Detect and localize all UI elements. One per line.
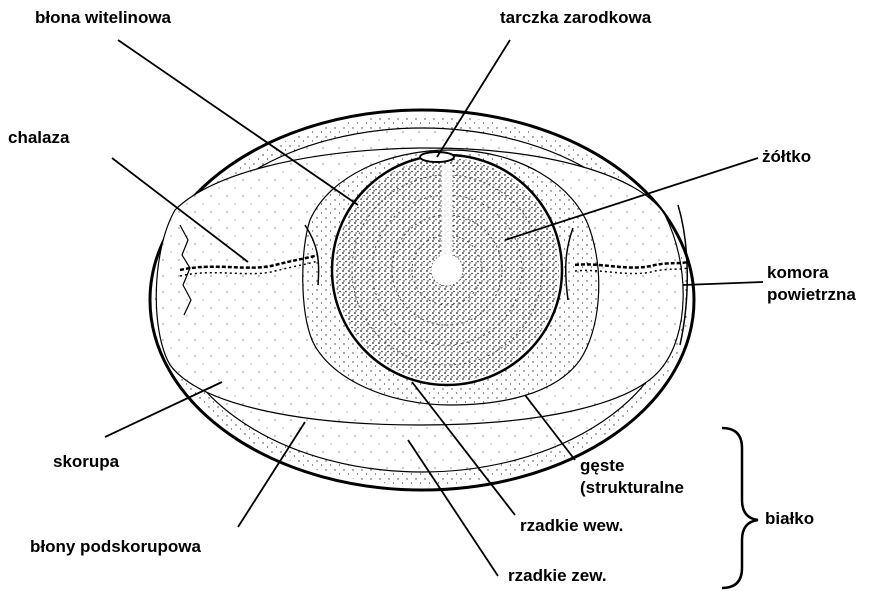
label-blony-podskorupowa: błony podskorupowa [30, 537, 201, 557]
leader-komora [683, 282, 763, 285]
label-komora-line1: komora [767, 263, 828, 282]
label-rzadkie-zew: rzadkie zew. [508, 566, 607, 586]
label-bialko: białko [765, 509, 814, 529]
bialko-brace [722, 428, 758, 588]
label-tarczka-zarodkowa: tarczka zarodkowa [500, 8, 651, 28]
label-chalaza: chalaza [8, 128, 69, 148]
label-zoltko: żółtko [762, 147, 811, 167]
label-skorupa: skorupa [53, 452, 119, 472]
label-geste-line1: gęste [580, 456, 624, 475]
label-geste: gęste (strukturalne [580, 455, 684, 499]
label-geste-line2: (strukturalne [580, 478, 684, 497]
label-blona-witelinowa: błona witelinowa [35, 8, 171, 28]
label-komora-line2: powietrzna [767, 285, 856, 304]
yolk [332, 155, 562, 385]
label-komora-powietrzna: komora powietrzna [767, 262, 856, 306]
label-rzadkie-wew: rzadkie wew. [520, 516, 623, 536]
